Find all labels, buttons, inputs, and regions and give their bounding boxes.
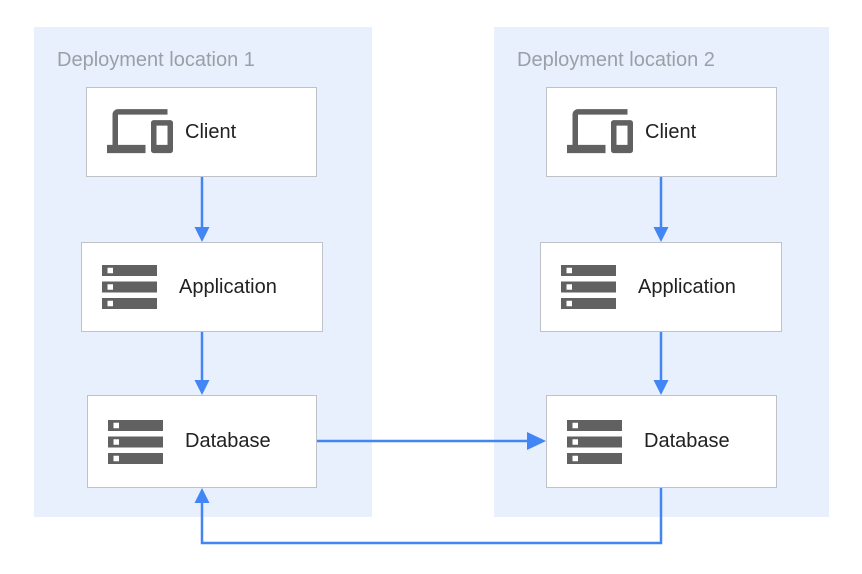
node-application-2: Application — [540, 242, 782, 332]
node-label: Database — [644, 430, 730, 452]
storage-icon — [108, 419, 163, 464]
node-application-1: Application — [81, 242, 323, 332]
node-label: Client — [185, 120, 237, 143]
node-label: Database — [185, 430, 271, 452]
node-database-1: Database — [87, 395, 317, 488]
node-client-1: Client — [86, 87, 317, 177]
storage-icon — [561, 265, 616, 309]
deployment-location-2-title: Deployment location 2 — [517, 49, 715, 71]
storage-icon — [102, 265, 157, 309]
node-label: Application — [638, 275, 736, 298]
devices-icon — [107, 108, 173, 156]
deployment-location-1-title: Deployment location 1 — [57, 49, 255, 71]
node-database-2: Database — [546, 395, 777, 488]
node-label: Application — [179, 275, 277, 298]
storage-icon — [567, 419, 622, 464]
node-label: Client — [645, 120, 697, 143]
devices-icon — [567, 108, 633, 156]
node-client-2: Client — [546, 87, 777, 177]
